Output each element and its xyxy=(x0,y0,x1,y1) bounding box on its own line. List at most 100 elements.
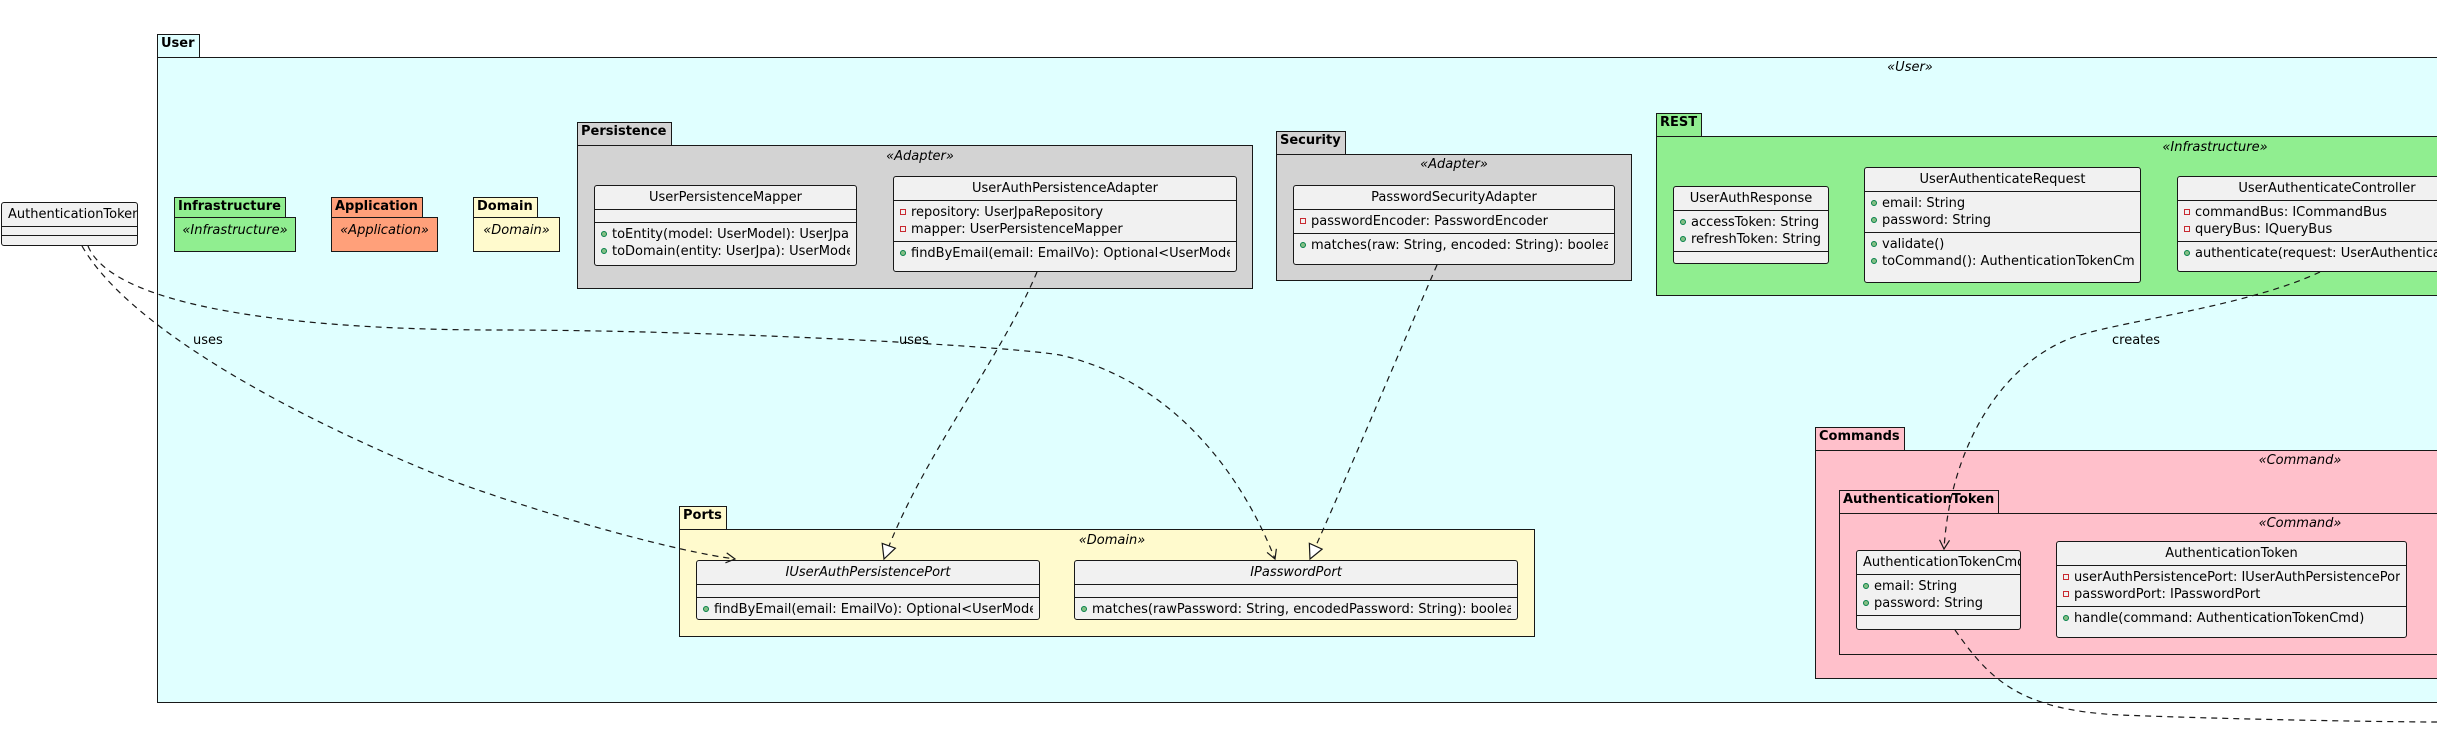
class-user-authenticate-controller: UserAuthenticateController commandBus: I… xyxy=(2177,176,2437,272)
class-user-auth-response: UserAuthResponse accessToken: String ref… xyxy=(1673,186,1829,264)
class-methods: findByEmail(email: EmailVo): Optional<Us… xyxy=(697,598,1039,621)
package-rest-stereotype: «Infrastructure» xyxy=(2162,140,2268,155)
class-fields xyxy=(1075,585,1517,598)
class-fields xyxy=(595,210,856,223)
class-user-persistence-mapper: UserPersistenceMapper toEntity(model: Us… xyxy=(594,185,857,266)
class-name: IUserAuthPersistencePort xyxy=(697,561,1039,585)
class-fields: repository: UserJpaRepository mapper: Us… xyxy=(894,201,1236,242)
private-icon xyxy=(2063,574,2069,580)
package-ports-tab: Ports xyxy=(679,506,727,530)
package-rest-tab: REST xyxy=(1656,113,1703,137)
public-icon xyxy=(2063,615,2069,621)
class-method: toEntity(model: UserModel): UserJpa xyxy=(601,226,850,243)
public-icon xyxy=(703,606,709,612)
class-field: mapper: UserPersistenceMapper xyxy=(900,221,1230,238)
package-infrastructure xyxy=(174,217,296,252)
class-fields: commandBus: ICommandBus queryBus: IQuery… xyxy=(2178,201,2437,242)
package-domain-tab: Domain xyxy=(473,197,538,218)
class-fields: userAuthPersistencePort: IUserAuthPersis… xyxy=(2057,566,2406,607)
private-icon xyxy=(2063,591,2069,597)
class-method: handle(command: AuthenticationTokenCmd) xyxy=(2063,610,2400,627)
package-application xyxy=(331,217,438,252)
class-name: AuthenticationToken xyxy=(2,203,137,227)
class-field: email: String xyxy=(1863,578,2014,595)
class-name: UserPersistenceMapper xyxy=(595,186,856,210)
public-icon xyxy=(1871,200,1877,206)
public-icon xyxy=(1871,241,1877,247)
class-name: PasswordSecurityAdapter xyxy=(1294,186,1614,210)
class-authentication-token-external: AuthenticationToken xyxy=(1,202,138,246)
relationship-label-uses: uses xyxy=(899,333,929,348)
class-name: IPasswordPort xyxy=(1075,561,1517,585)
class-name: UserAuthenticateController xyxy=(2178,177,2437,201)
class-field: queryBus: IQueryBus xyxy=(2184,221,2437,238)
class-field: email: String xyxy=(1871,195,2134,212)
class-user-auth-persistence-adapter: UserAuthPersistenceAdapter repository: U… xyxy=(893,176,1237,272)
class-name: AuthenticationTokenCmd xyxy=(1857,551,2020,575)
class-name: UserAuthenticateRequest xyxy=(1865,168,2140,192)
public-icon xyxy=(1863,600,1869,606)
class-fields: accessToken: String refreshToken: String xyxy=(1674,211,1828,252)
public-icon xyxy=(1680,219,1686,225)
relationship-label-uses: uses xyxy=(193,333,223,348)
package-auth-token-stereotype: «Command» xyxy=(2258,516,2342,531)
package-persistence-tab: Persistence xyxy=(577,122,672,146)
class-methods: findByEmail(email: EmailVo): Optional<Us… xyxy=(894,242,1236,265)
class-fields: email: String password: String xyxy=(1857,575,2020,616)
class-name: UserAuthPersistenceAdapter xyxy=(894,177,1236,201)
package-user-stereotype: «User» xyxy=(1887,60,1933,75)
private-icon xyxy=(1300,218,1306,224)
package-ports-stereotype: «Domain» xyxy=(1078,533,1146,548)
class-authentication-token-cmd: AuthenticationTokenCmd email: String pas… xyxy=(1856,550,2021,630)
class-method: toCommand(): AuthenticationTokenCmd xyxy=(1871,253,2134,270)
class-field: refreshToken: String xyxy=(1680,231,1822,248)
package-domain-stereotype: «Domain» xyxy=(483,223,550,238)
public-icon xyxy=(601,248,607,254)
package-commands-stereotype: «Command» xyxy=(2258,453,2342,468)
public-icon xyxy=(900,250,906,256)
class-authentication-token-handler: AuthenticationToken userAuthPersistenceP… xyxy=(2056,541,2407,638)
private-icon xyxy=(900,226,906,232)
class-method: authenticate(request: UserAuthenticateRe… xyxy=(2184,245,2437,262)
package-persistence-stereotype: «Adapter» xyxy=(886,149,954,164)
dependency-creates-cmd xyxy=(1939,271,2321,551)
class-fields xyxy=(2,227,137,236)
class-name: AuthenticationToken xyxy=(2057,542,2406,566)
dependency-uses-password-port xyxy=(87,245,1277,561)
public-icon xyxy=(1871,217,1877,223)
class-user-authenticate-request: UserAuthenticateRequest email: String pa… xyxy=(1864,167,2141,283)
class-method: validate() xyxy=(1871,236,2134,253)
private-icon xyxy=(2184,226,2190,232)
dependency-cmd-outgoing xyxy=(1954,629,2437,723)
public-icon xyxy=(1300,242,1306,248)
class-methods: validate() toCommand(): AuthenticationTo… xyxy=(1865,233,2140,273)
class-field: passwordEncoder: PasswordEncoder xyxy=(1300,213,1608,230)
class-methods: authenticate(request: UserAuthenticateRe… xyxy=(2178,242,2437,265)
class-i-password-port: IPasswordPort matches(rawPassword: Strin… xyxy=(1074,560,1518,620)
class-fields xyxy=(697,585,1039,598)
package-application-tab: Application xyxy=(331,197,423,218)
class-field: commandBus: ICommandBus xyxy=(2184,204,2437,221)
public-icon xyxy=(1680,236,1686,242)
class-methods: toEntity(model: UserModel): UserJpa toDo… xyxy=(595,223,856,263)
package-infrastructure-stereotype: «Infrastructure» xyxy=(182,223,288,238)
package-security-tab: Security xyxy=(1276,131,1346,155)
class-name: UserAuthResponse xyxy=(1674,187,1828,211)
private-icon xyxy=(900,209,906,215)
class-field: password: String xyxy=(1871,212,2134,229)
class-field: repository: UserJpaRepository xyxy=(900,204,1230,221)
class-method: matches(raw: String, encoded: String): b… xyxy=(1300,237,1608,254)
package-commands-tab: Commands xyxy=(1815,427,1905,451)
class-methods: matches(raw: String, encoded: String): b… xyxy=(1294,234,1614,257)
realization-password-adapter xyxy=(1308,264,1438,561)
public-icon xyxy=(2184,250,2190,256)
class-method: toDomain(entity: UserJpa): UserModel xyxy=(601,243,850,260)
dependency-uses-persistence-port xyxy=(81,245,737,564)
package-user-tab: User xyxy=(157,34,200,58)
class-field: passwordPort: IPasswordPort xyxy=(2063,586,2400,603)
package-auth-token-tab: AuthenticationToken xyxy=(1839,490,2000,514)
class-method: findByEmail(email: EmailVo): Optional<Us… xyxy=(703,601,1033,618)
class-methods: handle(command: AuthenticationTokenCmd) xyxy=(2057,607,2406,630)
public-icon xyxy=(1081,606,1087,612)
